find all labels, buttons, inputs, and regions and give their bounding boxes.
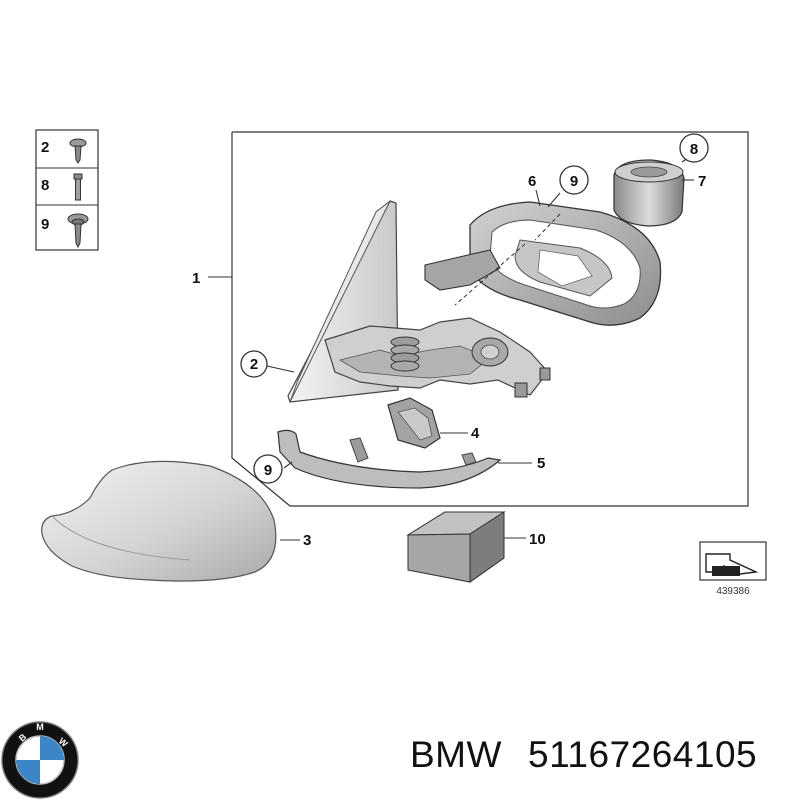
mirror-housing-frame [424,201,662,326]
brand-name: BMW [410,734,502,775]
callout-5: 5 [537,455,545,472]
diagram-reference: 439386 [699,541,767,597]
bolt-icon [73,173,83,201]
legend-number-2: 2 [41,139,49,156]
callout-4: 4 [471,425,480,442]
mirror-base-mechanism [324,317,551,398]
fastener-legend: 2 8 9 [35,129,99,251]
parts-box [406,511,506,583]
washer-screw-icon [67,213,89,249]
assembly-frame [231,131,749,507]
bmw-roundel-icon: B M W [1,721,79,799]
legend-number-9: 9 [41,216,49,233]
callouts: 1 2 3 4 5 6 9 8 7 9 10 [192,133,709,549]
callout-6: 6 [528,173,536,190]
small-cover-part [387,397,441,449]
svg-text:M: M [36,722,44,732]
callout-3: 3 [303,532,311,549]
legend-number-8: 8 [41,177,49,194]
callout-1: 1 [192,270,200,287]
callout-10: 10 [529,531,546,548]
callout-9-bottom: 9 [264,462,272,479]
turn-signal-strip [277,429,502,489]
mirror-cap [41,460,277,582]
part-number: 51167264105 [528,734,758,775]
screw-icon [69,138,87,164]
leader-lines [208,157,694,541]
adjusting-motor [613,159,685,227]
diagram-ref-number: 439386 [716,586,750,597]
callout-9-top: 9 [570,173,578,190]
callout-8: 8 [690,141,698,158]
callout-2: 2 [250,356,258,373]
callout-7: 7 [698,173,706,190]
svg-text:B: B [17,731,29,743]
coil-spring [390,336,420,372]
